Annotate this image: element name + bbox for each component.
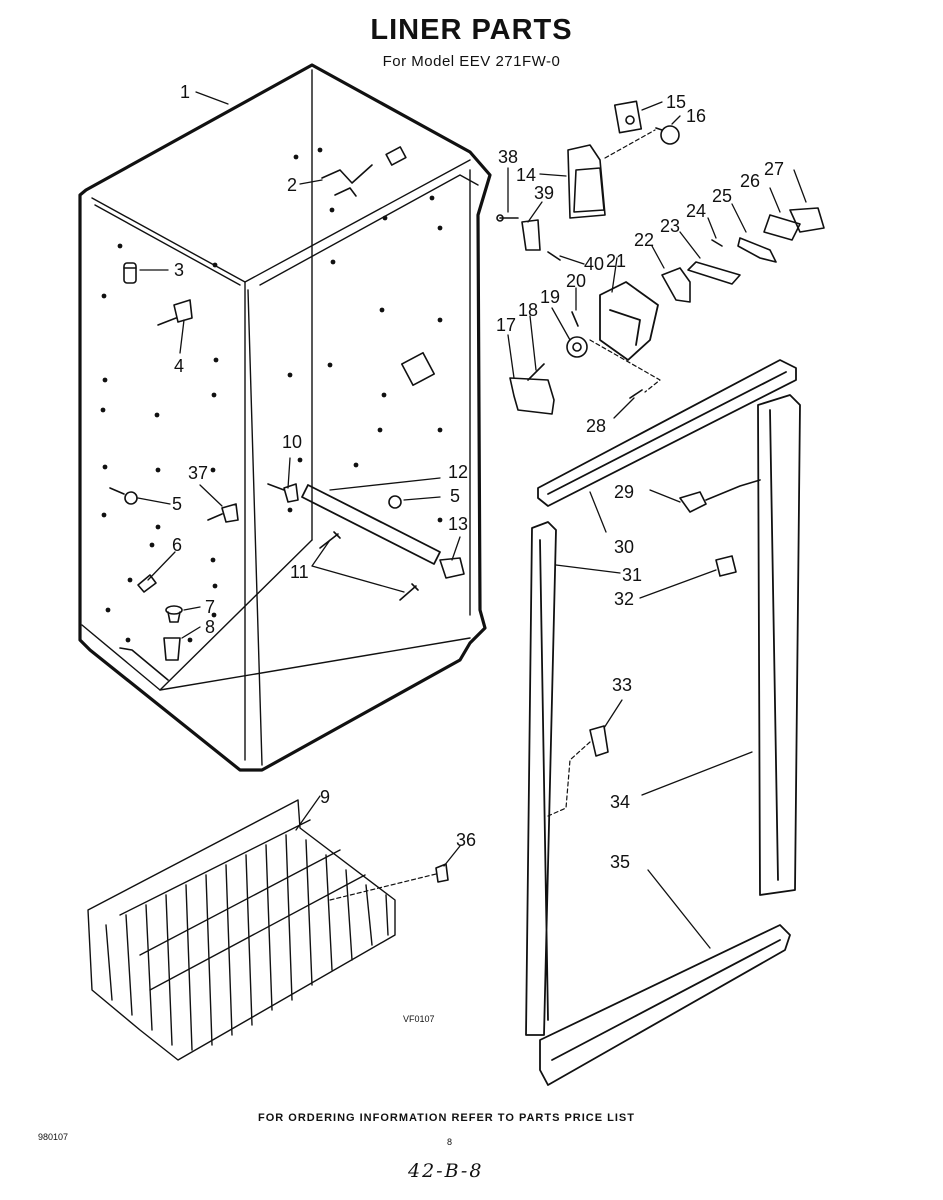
part-16-light-bulb [655, 125, 680, 145]
control-leader-dash [589, 339, 661, 393]
part-13-thermostat-cap [439, 557, 465, 579]
callout-18: 18 [518, 300, 538, 320]
callout-17: 17 [496, 315, 516, 335]
callout-6: 6 [172, 535, 182, 555]
callout-33: 33 [612, 675, 632, 695]
part-33-clip [589, 725, 609, 757]
part-9-wire-basket [87, 799, 396, 1061]
part-17-bracket [509, 377, 555, 415]
part-11-screw-lower [399, 583, 419, 601]
callout-4: 4 [174, 356, 184, 376]
callout-3: 3 [174, 260, 184, 280]
part-21-control-housing [599, 281, 659, 361]
part-2-bracket-wire [321, 164, 373, 197]
part-38-screw [496, 214, 519, 222]
callout-22: 22 [634, 230, 654, 250]
part-7-cap [165, 605, 183, 623]
callout-leaders [137, 91, 807, 949]
callout-34: 34 [610, 792, 630, 812]
callout-1: 1 [180, 82, 190, 102]
liner-top-bracket [385, 146, 407, 166]
callout-10: 10 [282, 432, 302, 452]
part-35-bottom-breaker-strip [539, 924, 791, 1086]
part-28-screw [629, 389, 643, 399]
callout-32: 32 [614, 589, 634, 609]
liner-screw-holes [100, 147, 443, 643]
callout-23: 23 [660, 216, 680, 236]
page-title: LINER PARTS [370, 14, 573, 46]
part-30-top-breaker-strip [537, 359, 797, 507]
callout-30: 30 [614, 537, 634, 557]
part-3-plug [123, 262, 137, 284]
callout-39: 39 [534, 183, 554, 203]
part-4-clip [157, 299, 193, 326]
callout-27: 27 [764, 159, 784, 179]
callout-36: 36 [456, 830, 476, 850]
model-subtitle: For Model EEV 271FW-0 [382, 53, 561, 70]
callout-13: 13 [448, 514, 468, 534]
callout-40: 40 [584, 254, 604, 274]
part-10-fastener [267, 483, 299, 503]
callout-7: 7 [205, 597, 215, 617]
callout-14: 14 [516, 165, 536, 185]
part-5-grommet-left [109, 487, 138, 505]
liner-inner-edges [81, 69, 479, 766]
part-23-bracket [687, 261, 741, 285]
callout-35: 35 [610, 852, 630, 872]
callout-19: 19 [540, 287, 560, 307]
part-31-left-breaker-strip [525, 521, 557, 1036]
document-number: 980107 [38, 1132, 69, 1142]
door-leader-dash [547, 741, 591, 817]
part-24-screw [711, 239, 723, 247]
part-29-thermostat [679, 479, 761, 513]
light-leader-dash [604, 129, 656, 159]
part-15-light-socket [613, 100, 643, 134]
callout-16: 16 [686, 106, 706, 126]
callout-5-right: 5 [450, 486, 460, 506]
part-34-right-breaker-strip [757, 394, 801, 896]
part-12-trim-strip [301, 484, 441, 565]
liner-cabinet [78, 63, 492, 772]
callout-12: 12 [448, 462, 468, 482]
callout-9: 9 [320, 787, 330, 807]
part-40-screw [547, 251, 561, 261]
callout-28: 28 [586, 416, 606, 436]
part-20-screw [571, 311, 579, 327]
part-8-hinge-sleeve [119, 637, 181, 681]
callout-11: 11 [290, 562, 309, 582]
part-5-grommet-right [388, 495, 402, 509]
part-18-screw [527, 363, 545, 381]
part-27-clip [789, 207, 825, 233]
ordering-note: FOR ORDERING INFORMATION REFER TO PARTS … [258, 1112, 635, 1124]
part-19-knob [566, 336, 588, 358]
part-6-clip [137, 574, 157, 593]
part-37-grommet [207, 503, 239, 523]
part-32-clip [715, 555, 737, 577]
part-14-light-bracket [567, 144, 606, 219]
part-22-thermostat-clip [661, 267, 691, 303]
figure-code: VF0107 [403, 1014, 435, 1024]
callout-24: 24 [686, 201, 706, 221]
part-26-cover [763, 214, 801, 241]
basket-leader-dash [329, 873, 437, 901]
callout-26: 26 [740, 171, 760, 191]
callout-31: 31 [622, 565, 642, 585]
handwritten-note: 42-B-8 [408, 1160, 484, 1182]
callout-20: 20 [566, 271, 586, 291]
callout-2: 2 [287, 175, 297, 195]
callout-8: 8 [205, 617, 215, 637]
callout-37: 37 [188, 463, 208, 483]
callout-5-left: 5 [172, 494, 182, 514]
part-25-switch [737, 237, 777, 263]
callout-21: 21 [606, 251, 626, 271]
page-number: 8 [447, 1137, 453, 1147]
callout-25: 25 [712, 186, 732, 206]
callout-29: 29 [614, 482, 634, 502]
callout-15: 15 [666, 92, 686, 112]
part-39-hinge-plate [521, 219, 541, 251]
part-36-stop [435, 863, 449, 883]
liner-label-plate [400, 351, 436, 387]
callout-38: 38 [498, 147, 518, 167]
